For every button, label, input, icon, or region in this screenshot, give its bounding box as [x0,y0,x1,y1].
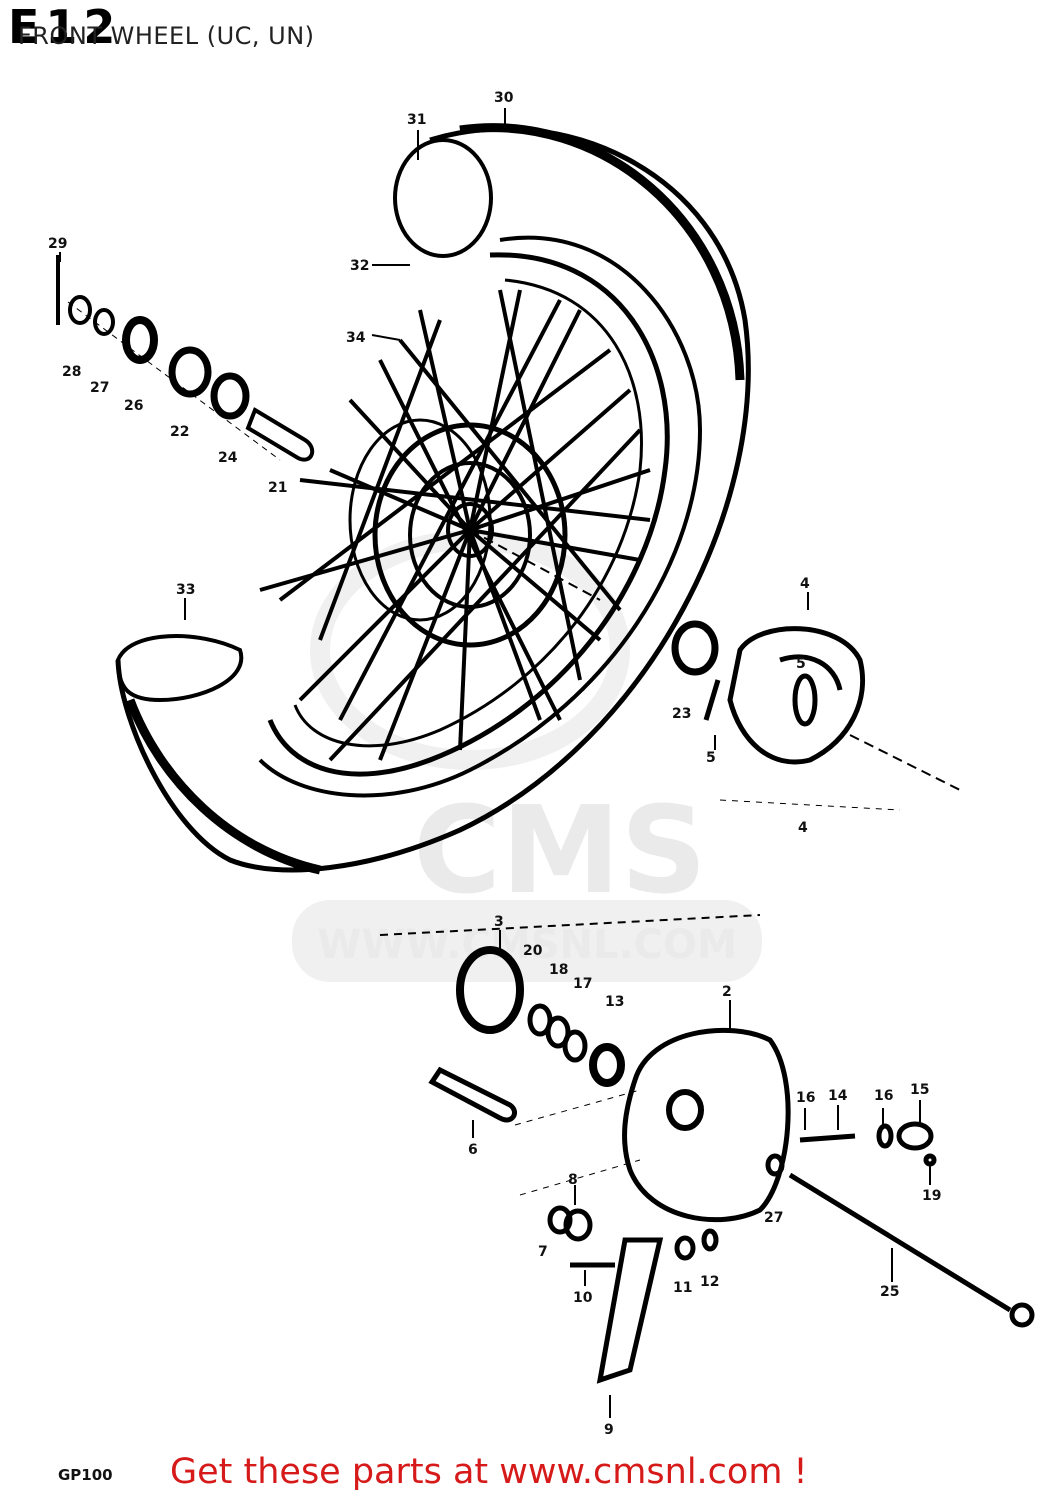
part-label: 33 [176,582,195,598]
part-label: 34 [346,330,366,346]
brake-shoes [671,620,961,811]
svg-text:WWW.CMSNL.COM: WWW.CMSNL.COM [317,922,737,968]
part-label: 5 [706,750,716,766]
part-label: 25 [880,1284,899,1300]
axle-parts [56,255,315,462]
part-label: 29 [48,236,67,252]
part-label: 31 [407,112,426,128]
cta-link[interactable]: Get these parts at www.cmsnl.com ! [170,1452,808,1492]
part-label: 20 [523,943,543,959]
model-code: GP100 [58,1466,113,1484]
part-label: 12 [700,1274,719,1290]
part-label: 16 [796,1090,815,1106]
part-label: 19 [922,1188,941,1204]
part-label: 27 [764,1210,783,1226]
figure-code: E12 [8,0,122,54]
part-label: 2 [722,984,732,1000]
part-label: 15 [910,1082,929,1098]
part-label: 30 [494,90,514,106]
part-label: 9 [604,1422,614,1438]
part-label: 3 [494,914,504,930]
rim [267,252,670,777]
part-label: 7 [538,1244,548,1260]
part-label: 4 [800,576,810,592]
part-number-labels: 30 31 32 34 29 28 27 26 22 24 21 33 4 5 … [48,90,941,1438]
part-label: 22 [170,424,189,440]
part-label: 10 [573,1290,593,1306]
leader-lines [59,108,931,1418]
part-label: 5 [796,656,806,672]
svg-text:CMS: CMS [413,782,707,921]
part-label: 24 [218,450,238,466]
part-label: 17 [573,976,592,992]
watermark-logo: WWW.CMSNL.COM CMS [292,530,762,982]
hub [348,418,601,648]
part-label: 13 [605,994,624,1010]
part-label: 26 [124,398,143,414]
part-label: 14 [828,1088,848,1104]
part-label: 27 [90,380,109,396]
part-label: 8 [568,1172,578,1188]
part-label: 11 [673,1280,692,1296]
brake-panel [379,914,1035,1384]
part-label: 16 [874,1088,893,1104]
part-label: 21 [268,480,287,496]
part-label: 32 [350,258,369,274]
part-label: 18 [549,962,568,978]
page-title: FRONT WHEEL (UC, UN) [18,22,315,50]
tire [115,123,751,875]
part-label: 23 [672,706,691,722]
part-label: 28 [62,364,81,380]
part-label: 4 [798,820,808,836]
part-label: 6 [468,1142,478,1158]
spokes [259,289,651,762]
